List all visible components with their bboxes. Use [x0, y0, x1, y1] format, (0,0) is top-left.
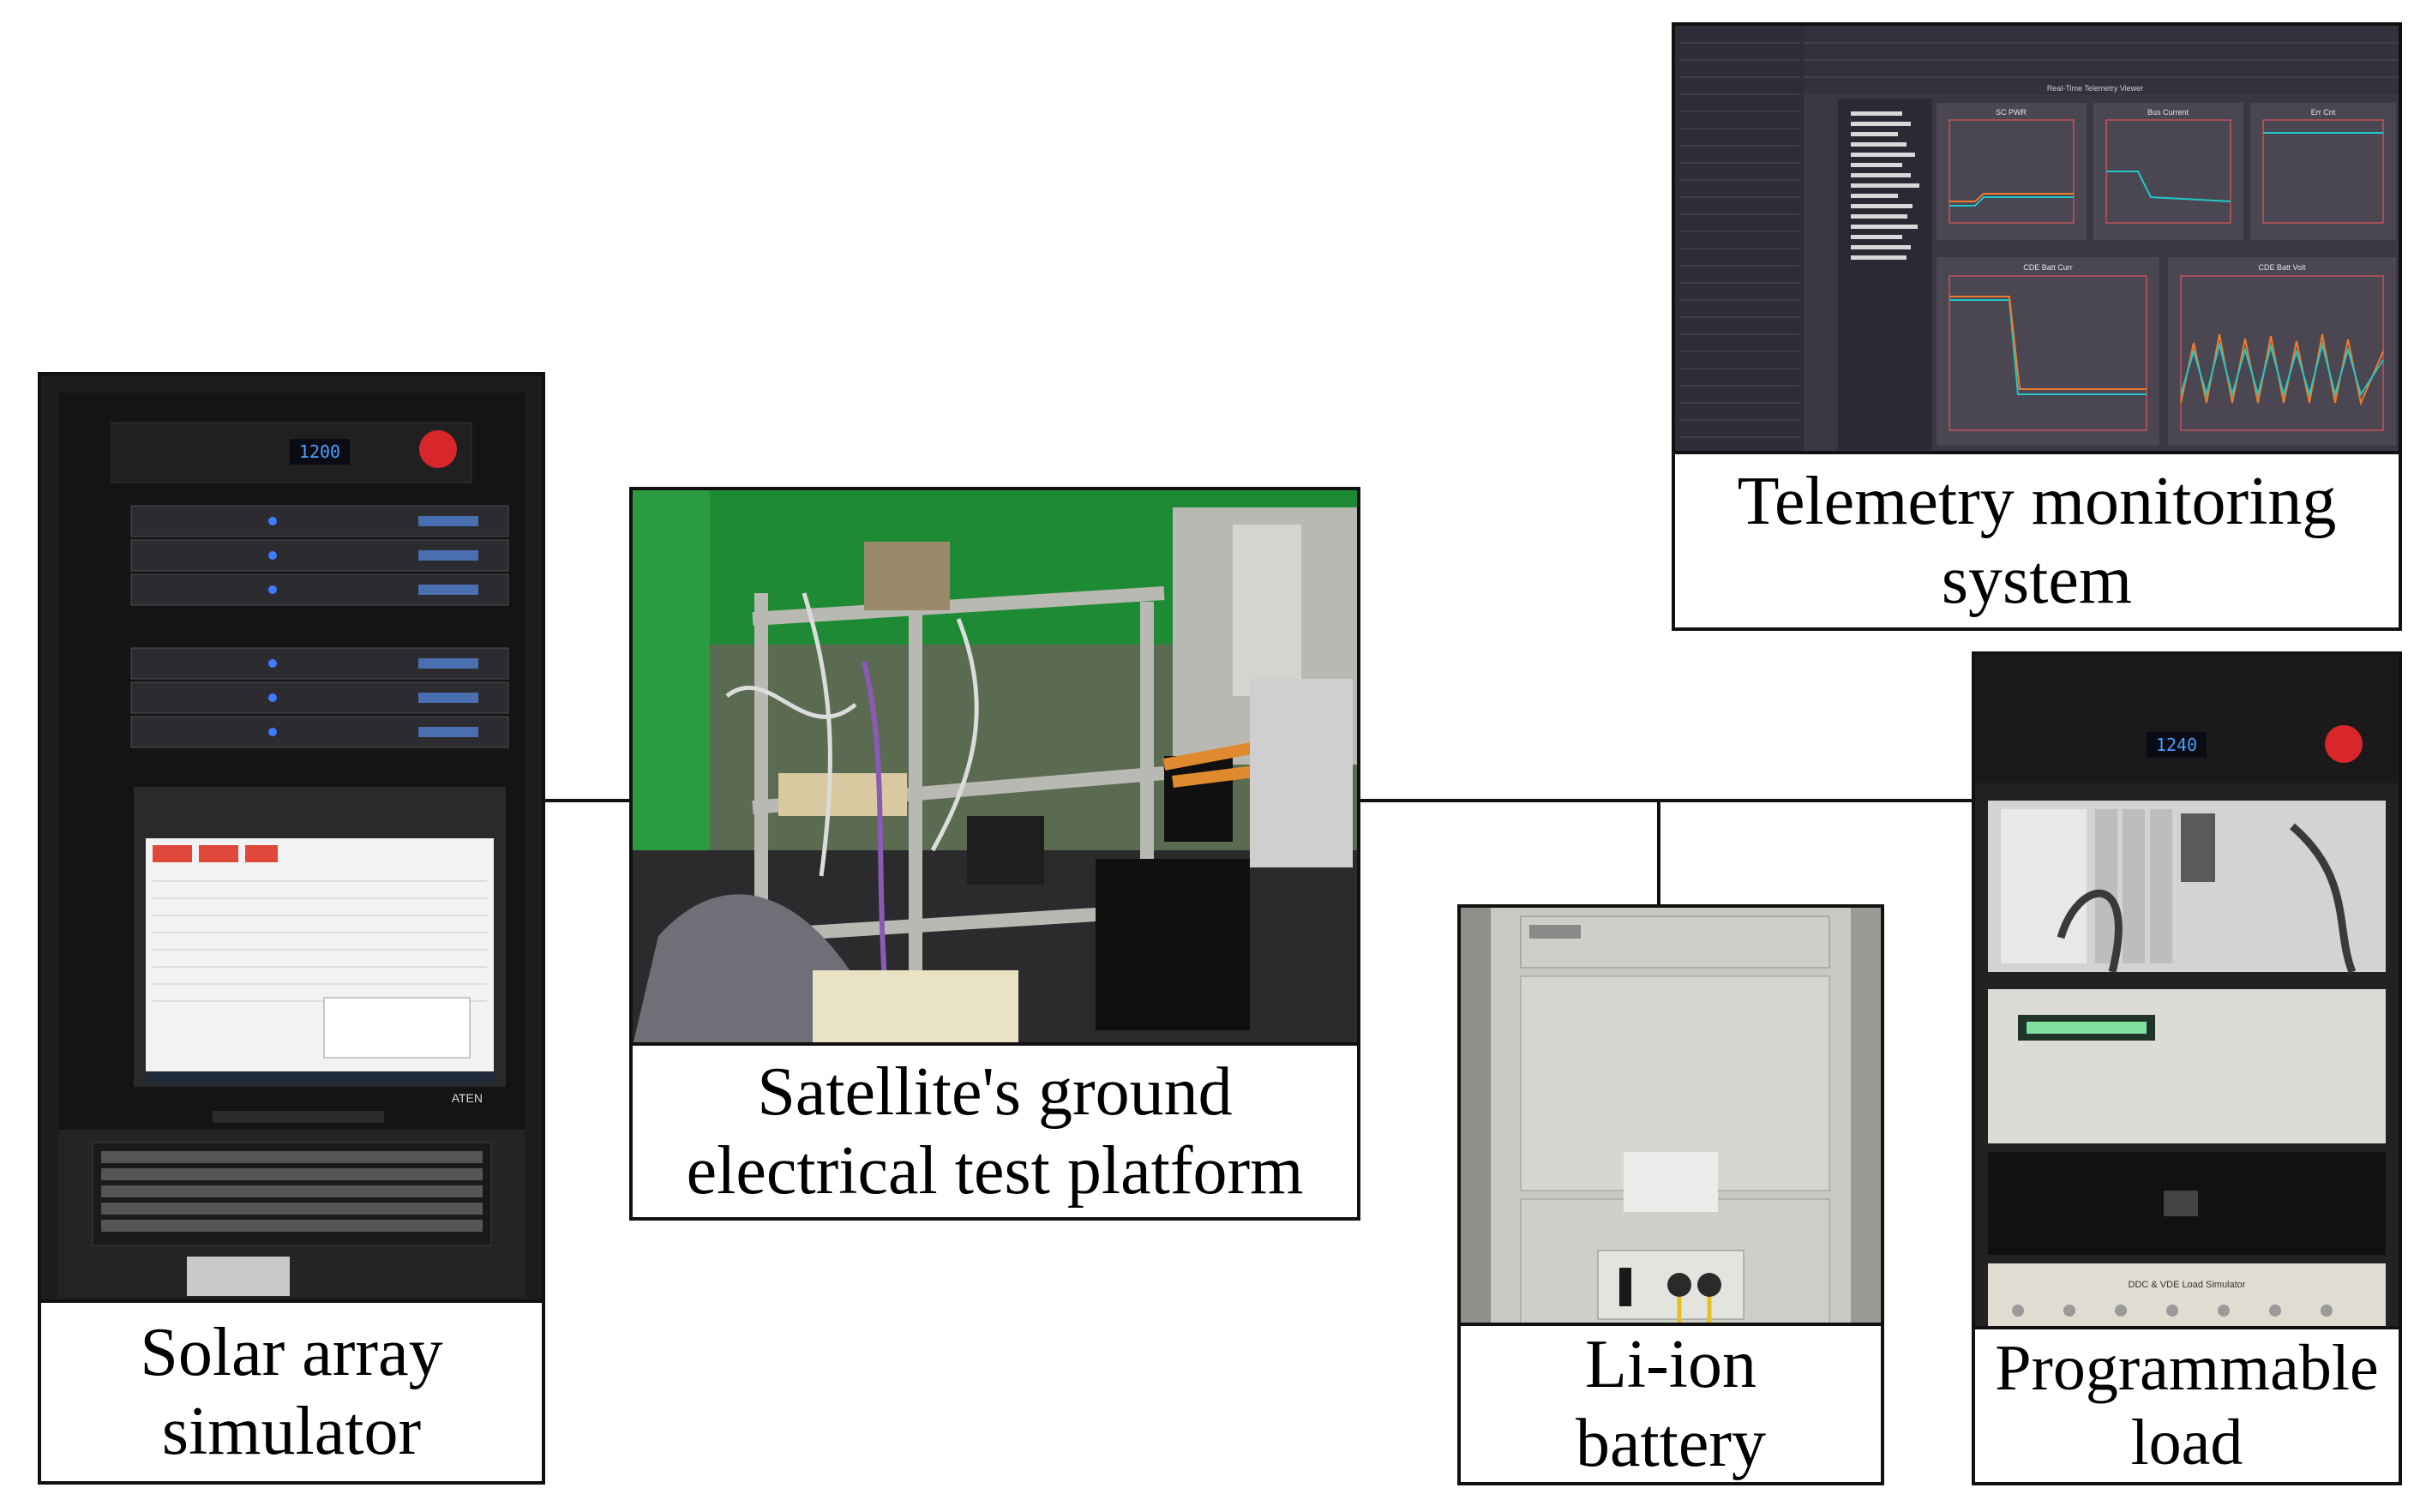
li-ion-battery-panel: Li-ion battery — [1457, 904, 1884, 1485]
chart-title-bus-current: Bus Current — [2147, 108, 2189, 117]
test-platform-panel: Satellite's ground electrical test platf… — [629, 487, 1360, 1221]
telemetry-label: Telemetry monitoring system — [1675, 451, 2399, 627]
chart-title-cde-batt-curr: CDE Batt Curr — [2023, 263, 2073, 272]
test-platform-label: Satellite's ground electrical test platf… — [633, 1042, 1357, 1217]
load-display-text: 1240 — [2156, 735, 2197, 755]
chart-title-cde-batt-volt: CDE Batt Volt — [2258, 263, 2306, 272]
kvm-brand-text: ATEN — [452, 1091, 483, 1105]
test-platform-photo — [633, 490, 1357, 1046]
rack-display-text: 1200 — [299, 441, 340, 462]
connector-platform-bus — [1359, 799, 1973, 802]
telemetry-window-title: Real-Time Telemetry Viewer — [2047, 84, 2143, 93]
telemetry-panel: Real-Time Telemetry Viewer SC PWR Bus Cu… — [1672, 22, 2402, 631]
load-emergency-stop-icon — [2325, 725, 2363, 763]
solar-array-simulator-photo: 1200 — [41, 375, 542, 1306]
chart-title-err-cnt: Err Cnt — [2311, 108, 2336, 117]
solar-array-simulator-panel: 1200 — [38, 372, 545, 1485]
li-ion-battery-label: Li-ion battery — [1461, 1323, 1881, 1482]
solar-array-simulator-label: Solar array simulator — [41, 1299, 542, 1481]
programmable-load-photo: 1240 DDC & VDE Load Simulator — [1975, 655, 2399, 1333]
connector-solar-to-platform — [543, 799, 631, 802]
chart-title-sc-pwr: SC PWR — [1996, 108, 2027, 117]
li-ion-battery-photo — [1461, 908, 1881, 1333]
emergency-stop-icon — [419, 430, 457, 468]
programmable-load-label: Programmable load — [1975, 1326, 2399, 1482]
telemetry-screen-photo: Real-Time Telemetry Viewer SC PWR Bus Cu… — [1675, 26, 2399, 454]
programmable-load-panel: 1240 DDC & VDE Load Simulator Prog — [1972, 651, 2402, 1485]
connector-battery-drop — [1657, 799, 1660, 905]
load-simulator-plate: DDC & VDE Load Simulator — [2129, 1280, 2246, 1290]
